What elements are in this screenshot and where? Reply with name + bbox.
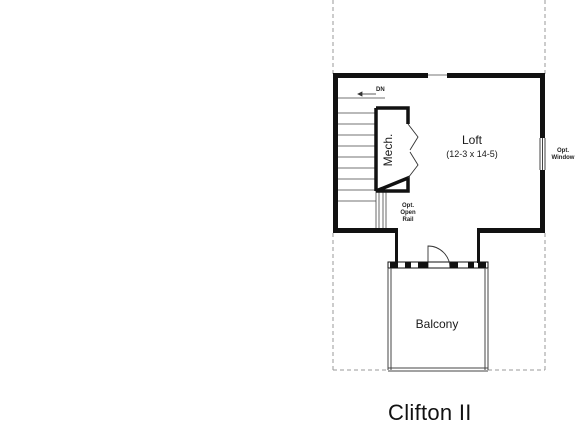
opt-rail-label-2: Open (400, 210, 416, 216)
stairs (338, 97, 387, 228)
mech-room (374, 106, 419, 193)
loft-dims: (12-3 x 14-5) (446, 149, 498, 159)
opt-window-label-1: Opt. (557, 148, 569, 154)
loft-label: Loft (462, 133, 483, 147)
corridor-walls (395, 228, 480, 263)
balcony-label: Balcony (416, 317, 459, 331)
balcony-door (427, 245, 451, 269)
opt-rail-label-1: Opt. (402, 203, 414, 209)
dashed-outline (332, 0, 546, 371)
opt-window (539, 138, 546, 170)
corridor (396, 233, 479, 262)
stair-arrow (357, 91, 376, 97)
balcony-structure (387, 261, 489, 372)
mech-label: Mech. (381, 134, 395, 167)
plan-title: Clifton II (388, 400, 472, 425)
loft-walls (333, 73, 545, 233)
stair-dn-label: DN (376, 87, 385, 93)
opt-window-label-2: Window (552, 155, 575, 161)
opt-rail-label-3: Rail (402, 217, 413, 223)
